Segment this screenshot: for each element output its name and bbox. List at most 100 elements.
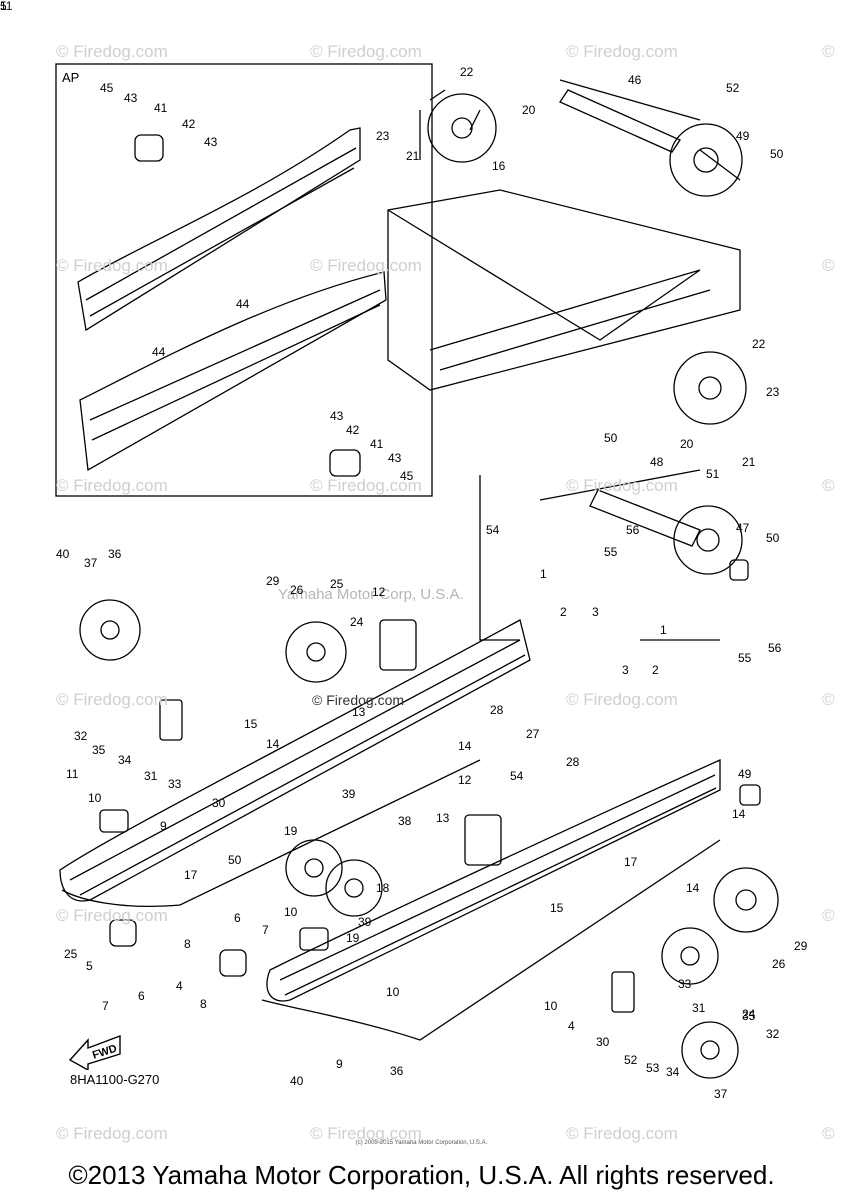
right-rail [266, 758, 721, 1002]
part-callout: 9 [160, 819, 167, 833]
part-callout: 10 [284, 905, 298, 919]
part-callout: 26 [772, 957, 786, 971]
part-callout: 55 [604, 545, 618, 559]
inset-label: AP [62, 70, 80, 85]
part-callout: 48 [650, 455, 664, 469]
part-callout: 42 [346, 423, 360, 437]
part-callout: 17 [184, 868, 198, 882]
part-callout: 43 [388, 451, 402, 465]
part-callout: 44 [152, 345, 166, 359]
firedog-center-watermark: © Firedog.com [312, 692, 405, 708]
part-callout: 4 [176, 979, 183, 993]
part-callout: 40 [56, 547, 70, 561]
watermark: © [822, 256, 835, 275]
part-callout: 30 [596, 1035, 610, 1049]
part-callout: 13 [352, 705, 366, 719]
watermark: © Firedog.com [56, 690, 168, 709]
inset-rail-lower [79, 271, 387, 472]
part-callout: 54 [486, 523, 500, 537]
part-callout: 41 [154, 101, 168, 115]
part-callout: 26 [290, 583, 304, 597]
wheel-20-top [427, 93, 497, 163]
part-callout: 1 [660, 623, 667, 637]
part-callout: 3 [622, 663, 629, 677]
part-callout: 13 [436, 811, 450, 825]
part-callout: 15 [244, 717, 258, 731]
part-callout: 21 [406, 149, 420, 163]
part-callout: 19 [346, 931, 360, 945]
watermark: © [822, 906, 835, 925]
part-callout: 43 [124, 91, 138, 105]
part-callout: 5 [0, 0, 7, 13]
part-callout: 7 [262, 923, 269, 937]
part-callout: 37 [84, 556, 98, 570]
part-callout: 22 [460, 65, 474, 79]
part-code: 8HA1100-G270 [70, 1072, 160, 1087]
wheel-19 [325, 859, 383, 917]
part-callout: 20 [680, 437, 694, 451]
part-callout: 45 [100, 81, 114, 95]
part-callout: 44 [236, 297, 250, 311]
part-callout: 11 [0, 0, 13, 13]
part-callout: 56 [626, 523, 640, 537]
part-callout: 41 [370, 437, 384, 451]
watermark: © Firedog.com [56, 906, 168, 925]
wheel-52-right [713, 867, 779, 933]
part-callout: 25 [64, 947, 78, 961]
part-callout: 19 [284, 824, 298, 838]
part-callout: 4 [568, 1019, 575, 1033]
part-callout: 39 [358, 915, 372, 929]
watermark: © Firedog.com [566, 476, 678, 495]
part-callout: 14 [458, 739, 472, 753]
small-copyright: (c) 2005-2015 Yamaha Motor Corporation, … [355, 1140, 488, 1146]
part-callout: 10 [88, 791, 102, 805]
part-callout: 43 [204, 135, 218, 149]
part-callout: 43 [330, 409, 344, 423]
part-callout: 52 [624, 1053, 638, 1067]
part-callout: 30 [212, 796, 226, 810]
watermark: © [822, 476, 835, 495]
wheel-18 [285, 839, 343, 897]
yamaha-watermark: Yamaha Motor Corp, U.S.A. [278, 586, 464, 603]
watermark: © Firedog.com [566, 1124, 678, 1143]
part-callout: 40 [290, 1074, 304, 1088]
part-callout: 25 [330, 577, 344, 591]
part-callout: 49 [736, 129, 750, 143]
part-callout: 11 [66, 767, 79, 781]
fwd-arrow-icon: FWD [68, 1030, 124, 1075]
part-callout: 54 [510, 769, 524, 783]
watermark: © Firedog.com [310, 1124, 422, 1143]
wheel-25-right [661, 927, 719, 985]
shaft-48 [589, 489, 701, 547]
watermark: © Firedog.com [56, 476, 168, 495]
part-callout: 23 [766, 385, 780, 399]
part-callout: 31 [144, 769, 158, 783]
part-callout: 50 [228, 853, 242, 867]
part-callout: 32 [74, 729, 88, 743]
part-callout: 12 [372, 585, 386, 599]
shaft-46 [559, 89, 681, 153]
left-rail [59, 619, 531, 902]
watermark: © [822, 690, 835, 709]
wheel-36-right [681, 1021, 739, 1079]
part-callout: 32 [766, 1027, 780, 1041]
watermark: © Firedog.com [566, 690, 678, 709]
part-callout: 50 [766, 531, 780, 545]
part-callout: 14 [266, 737, 280, 751]
part-callout: 16 [492, 159, 506, 173]
part-callout: 35 [742, 1009, 756, 1023]
part-callout: 36 [108, 547, 122, 561]
watermark: © Firedog.com [310, 256, 422, 275]
watermark: © [822, 1124, 835, 1143]
part-callout: 27 [526, 727, 540, 741]
part-callout: 8 [184, 937, 191, 951]
inset-rail-upper [77, 127, 361, 332]
part-callout: 9 [336, 1057, 343, 1071]
part-callout: 42 [182, 117, 196, 131]
wheel-20-mid [673, 351, 747, 425]
wheel-52-top [669, 123, 743, 197]
part-callout: 7 [102, 999, 109, 1013]
part-callout: 3 [592, 605, 599, 619]
part-callout: 39 [342, 787, 356, 801]
